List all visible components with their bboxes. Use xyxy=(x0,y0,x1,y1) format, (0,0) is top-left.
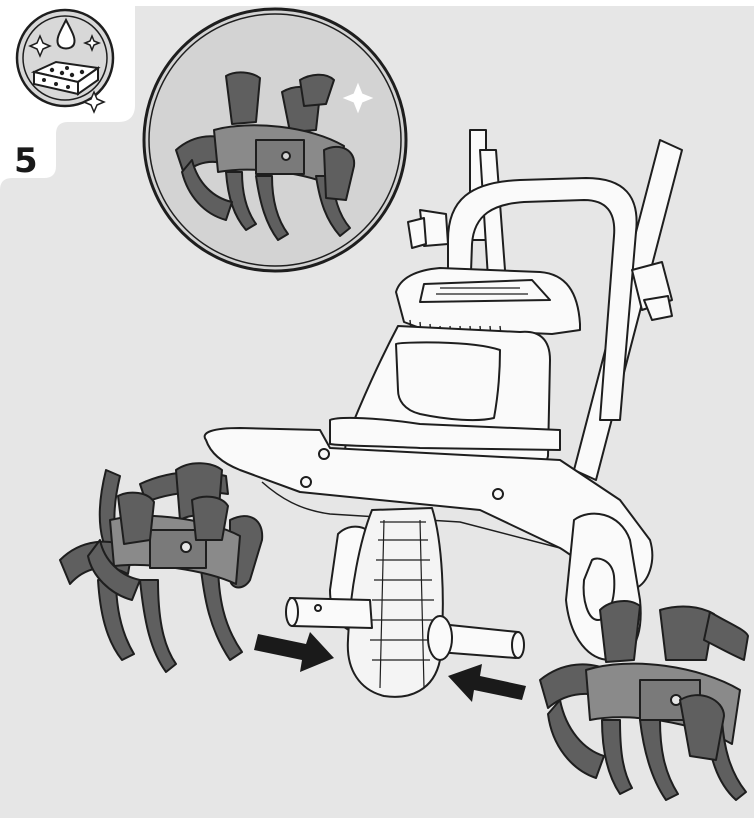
tine-assembly-left xyxy=(59,462,264,673)
tine-assembly-detail xyxy=(175,71,356,241)
sponge-water-drop-icon xyxy=(15,8,115,114)
tine-assembly-right xyxy=(539,600,749,801)
step-number: 5 xyxy=(14,141,38,181)
detail-magnifier xyxy=(142,7,408,273)
arrow-right-icon xyxy=(254,632,334,672)
arrow-left-icon xyxy=(448,664,526,702)
tiller-machine xyxy=(203,129,683,698)
sparkle-icon xyxy=(342,82,374,114)
